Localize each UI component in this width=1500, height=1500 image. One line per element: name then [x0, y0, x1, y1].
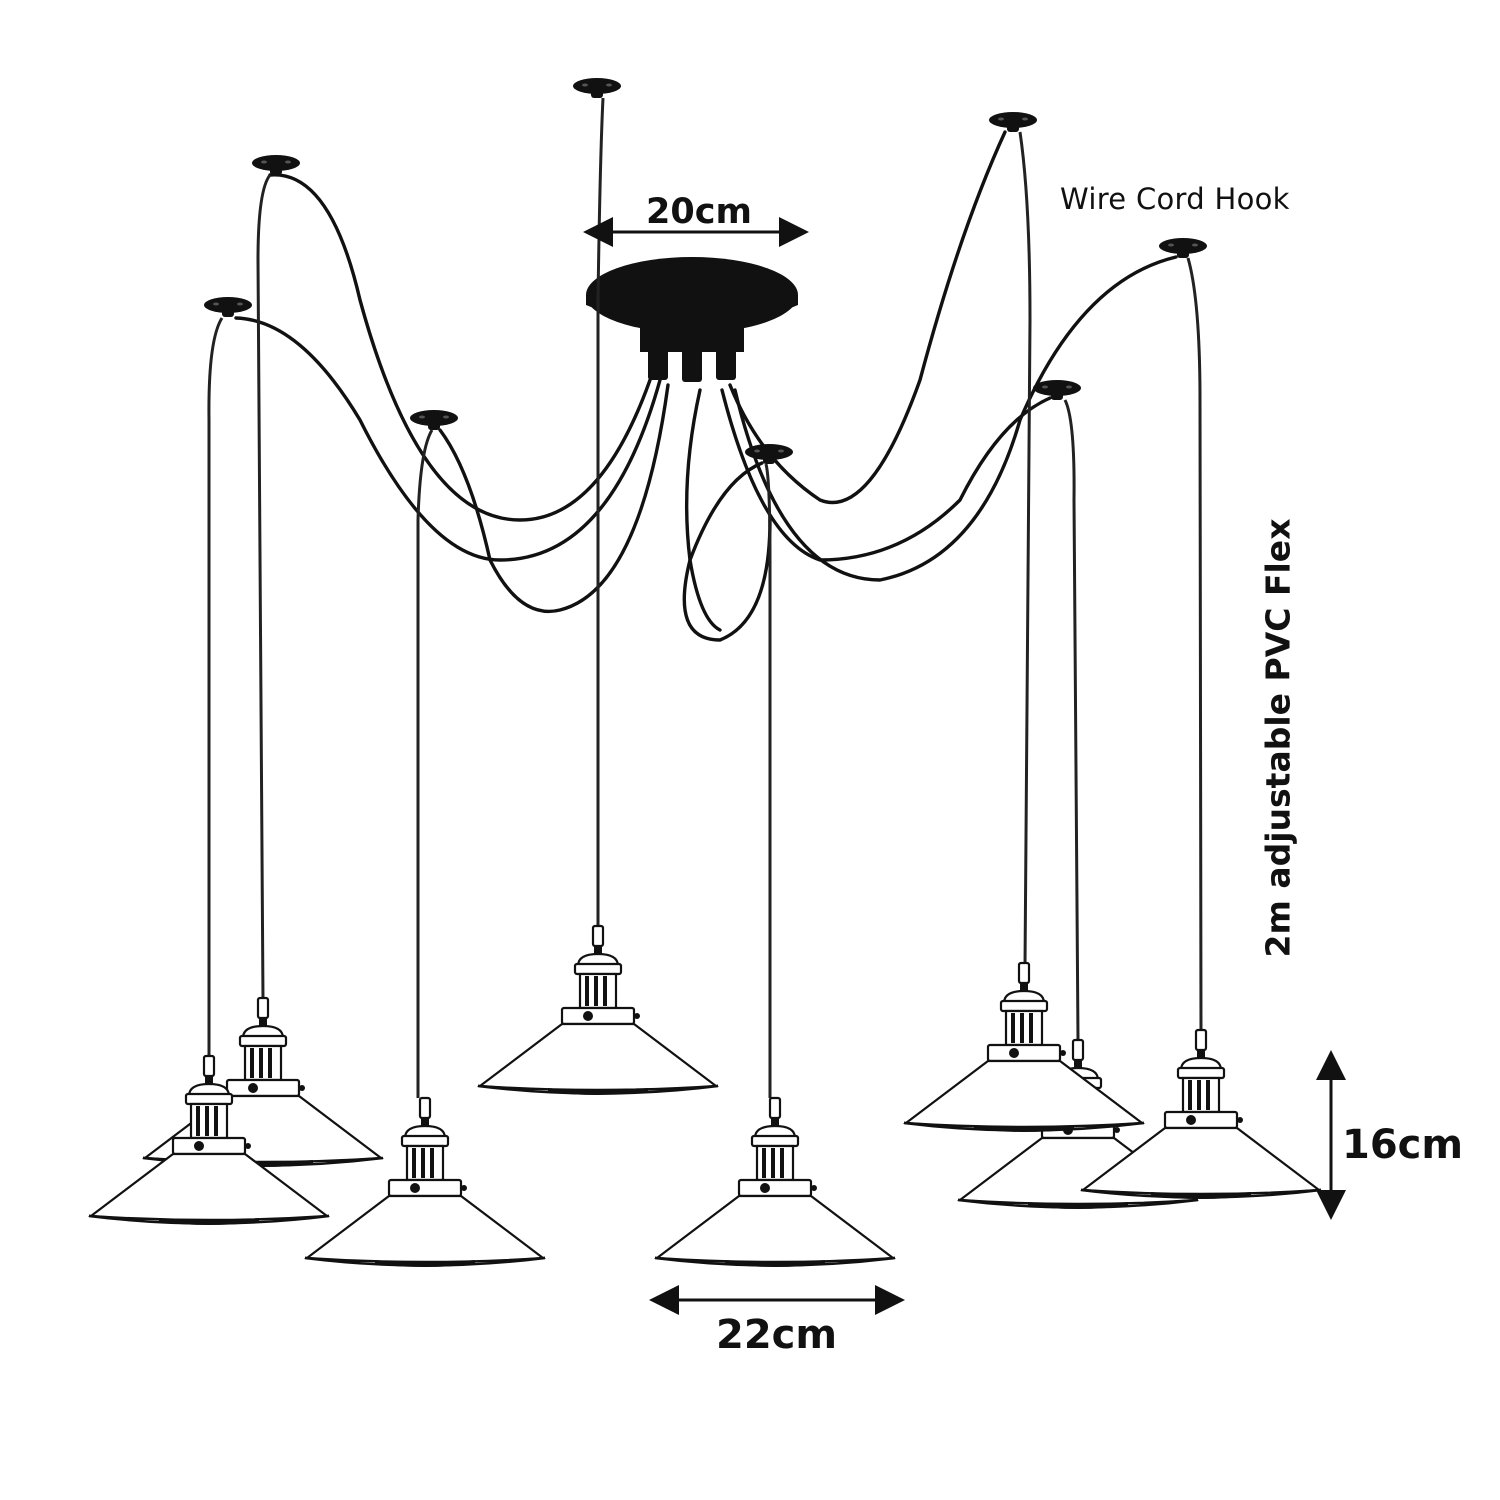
- ceiling-rose: [586, 257, 798, 382]
- cord-loops: [234, 130, 1178, 642]
- pendant-lamps: [87, 924, 1323, 1268]
- canopy-width-label: 20cm: [646, 192, 752, 232]
- shade-width-label: 22cm: [716, 1312, 838, 1358]
- pendant-cables: [207, 97, 1203, 1098]
- hook-label: Wire Cord Hook: [1060, 182, 1290, 216]
- shade-height-label: 16cm: [1342, 1122, 1464, 1168]
- cable-length-label: 2m adjustable PVC Flex: [1258, 518, 1298, 958]
